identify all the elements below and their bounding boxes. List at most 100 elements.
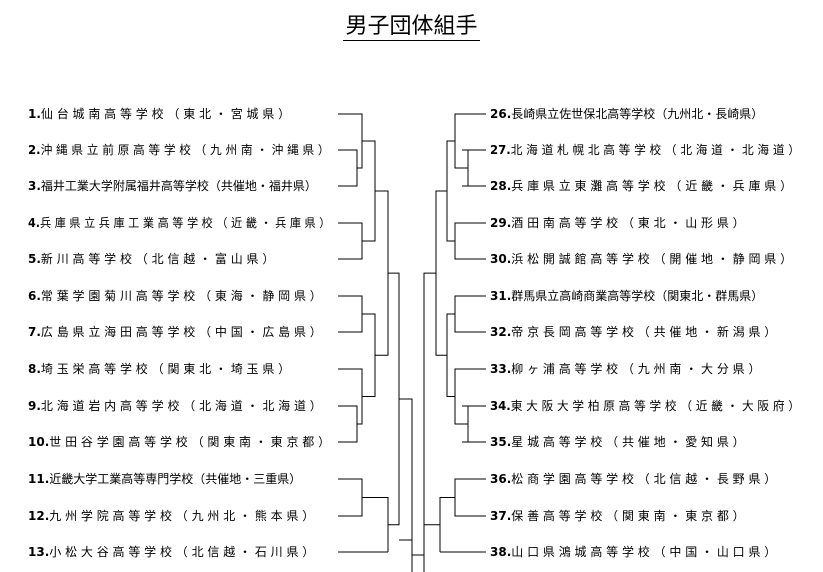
team-number: 38. [490, 545, 512, 559]
bracket-line [399, 398, 413, 572]
left-team-entry: 2.沖 縄 県 立 前 原 高 等 学 校 （ 九 州 南 ・ 沖 縄 県 ） [28, 141, 330, 159]
team-name: 保 善 高 等 学 校 （ 関 東 南 ・ 東 京 都 ） [511, 509, 745, 523]
team-number: 9. [28, 399, 41, 413]
team-name: 埼 玉 栄 高 等 学 校 （ 関 東 北 ・ 埼 玉 県 ） [40, 362, 291, 376]
bracket-line [446, 140, 455, 242]
right-team-entry: 37.保 善 高 等 学 校 （ 関 東 南 ・ 東 京 都 ） [490, 507, 745, 525]
right-team-entry: 33.柳 ヶ 浦 高 等 学 校 （ 九 州 南 ・ 大 分 県 ） [490, 360, 760, 378]
team-name: 北 海 道 岩 内 高 等 学 校 （ 北 海 道 ・ 北 海 道 ） [40, 399, 322, 413]
team-name: 浜 松 開 誠 館 高 等 学 校 （ 開 催 地 ・ 静 岡 県 ） [511, 252, 793, 266]
team-number: 32. [490, 325, 512, 339]
bracket-line [439, 497, 455, 552]
bracket-line [454, 478, 462, 517]
bracket-line [362, 497, 389, 552]
team-number: 34. [490, 399, 511, 413]
left-team-entry: 1.仙 台 城 南 高 等 学 校 （ 東 北 ・ 宮 城 県 ） [28, 105, 290, 123]
right-team-entry: 30.浜 松 開 誠 館 高 等 学 校 （ 開 催 地 ・ 静 岡 県 ） [490, 250, 792, 268]
bracket-line [423, 272, 440, 526]
bracket-line [454, 113, 468, 169]
team-name: 九 州 学 院 高 等 学 校 （ 九 州 北 ・ 熊 本 県 ） [49, 509, 315, 523]
team-name: 小 松 大 谷 高 等 学 校 （ 北 信 越 ・ 石 川 県 ） [49, 545, 315, 559]
left-team-entry: 4.兵 庫 県 立 兵 庫 工 業 高 等 学 校 （ 近 畿 ・ 兵 庫 県 … [28, 214, 330, 232]
bracket-line [362, 140, 376, 242]
team-name: 北 海 道 札 幌 北 高 等 学 校 （ 北 海 道 ・ 北 海 道 ） [510, 143, 800, 157]
team-number: 26. [490, 107, 512, 121]
team-number: 5. [28, 252, 41, 266]
team-number: 6. [28, 289, 41, 303]
left-team-entry: 7.広 島 県 立 海 田 高 等 学 校 （ 中 国 ・ 広 島 県 ） [28, 323, 322, 341]
bracket-line [349, 222, 363, 260]
left-team-entry: 10.世 田 谷 学 園 高 等 学 校 （ 関 東 南 ・ 東 京 都 ） [28, 433, 330, 451]
team-number: 35. [490, 435, 512, 449]
bracket-line [349, 149, 358, 187]
bracket-line [349, 113, 363, 169]
team-number: 2. [28, 143, 41, 157]
team-name: 山 口 県 鴻 城 高 等 学 校 （ 中 国 ・ 山 口 県 ） [511, 545, 777, 559]
bracket-line [435, 190, 447, 356]
left-team-entry: 11.近畿大学工業高等専門学校（共催地・三重県） [28, 470, 301, 488]
bracket-line [446, 313, 455, 397]
team-name: 東 大 阪 大 学 柏 原 高 等 学 校 （ 近 畿 ・ 大 阪 府 ） [510, 399, 800, 413]
left-team-entry: 9.北 海 道 岩 内 高 等 学 校 （ 北 海 道 ・ 北 海 道 ） [28, 397, 322, 415]
team-name: 群馬県立高崎商業高等学校（関東北・群馬県） [511, 289, 764, 303]
team-number: 37. [490, 509, 512, 523]
team-name: 常 葉 学 園 菊 川 高 等 学 校 （ 東 海 ・ 静 岡 県 ） [40, 289, 322, 303]
team-name: 松 商 学 園 高 等 学 校 （ 北 信 越 ・ 長 野 県 ） [511, 472, 777, 486]
bracket-line [362, 313, 376, 397]
team-name: 帝 京 長 岡 高 等 学 校 （ 共 催 地 ・ 新 潟 県 ） [511, 325, 777, 339]
bracket-line [454, 368, 468, 425]
left-team-entry: 8.埼 玉 栄 高 等 学 校 （ 関 東 北 ・ 埼 玉 県 ） [28, 360, 290, 378]
right-team-entry: 38.山 口 県 鴻 城 高 等 学 校 （ 中 国 ・ 山 口 県 ） [490, 543, 776, 561]
team-number: 3. [28, 179, 41, 193]
team-number: 10. [28, 435, 50, 449]
team-number: 36. [490, 472, 512, 486]
team-name: 兵 庫 県 立 東 灘 高 等 学 校 （ 近 畿 ・ 兵 庫 県 ） [511, 179, 793, 193]
page-title: 男子団体組手 [0, 8, 823, 41]
right-team-entry: 26.長崎県立佐世保北高等学校（九州北・長崎県） [490, 105, 763, 123]
team-name: 星 城 高 等 学 校 （ 共 催 地 ・ 愛 知 県 ） [511, 435, 745, 449]
right-team-entry: 36.松 商 学 園 高 等 学 校 （ 北 信 越 ・ 長 野 県 ） [490, 470, 776, 488]
team-number: 1. [28, 107, 41, 121]
team-number: 8. [28, 362, 41, 376]
team-name: 福井工業大学附属福井高等学校（共催地・福井県） [40, 179, 317, 193]
left-team-entry: 12.九 州 学 院 高 等 学 校 （ 九 州 北 ・ 熊 本 県 ） [28, 507, 314, 525]
team-number: 4. [28, 216, 41, 230]
right-team-entry: 34.東 大 阪 大 学 柏 原 高 等 学 校 （ 近 畿 ・ 大 阪 府 ） [490, 397, 800, 415]
team-name: 世 田 谷 学 園 高 等 学 校 （ 関 東 南 ・ 東 京 都 ） [49, 435, 331, 449]
team-number: 31. [490, 289, 512, 303]
bracket-line [349, 295, 363, 333]
team-number: 33. [490, 362, 512, 376]
team-name: 柳 ヶ 浦 高 等 学 校 （ 九 州 南 ・ 大 分 県 ） [511, 362, 761, 376]
team-name: 長崎県立佐世保北高等学校（九州北・長崎県） [511, 107, 764, 121]
team-name: 近畿大学工業高等専門学校（共催地・三重県） [49, 472, 302, 486]
team-number: 12. [28, 509, 50, 523]
team-number: 30. [490, 252, 512, 266]
right-team-entry: 35.星 城 高 等 学 校 （ 共 催 地 ・ 愛 知 県 ） [490, 433, 745, 451]
team-name: 仙 台 城 南 高 等 学 校 （ 東 北 ・ 宮 城 県 ） [40, 107, 291, 121]
bracket-line [454, 295, 462, 333]
team-name: 兵 庫 県 立 兵 庫 工 業 高 等 学 校 （ 近 畿 ・ 兵 庫 県 ） [40, 216, 331, 230]
right-team-entry: 32.帝 京 長 岡 高 等 学 校 （ 共 催 地 ・ 新 潟 県 ） [490, 323, 776, 341]
right-team-entry: 27.北 海 道 札 幌 北 高 等 学 校 （ 北 海 道 ・ 北 海 道 ） [490, 141, 800, 159]
team-number: 11. [28, 472, 50, 486]
team-number: 29. [490, 216, 512, 230]
team-name: 沖 縄 県 立 前 原 高 等 学 校 （ 九 州 南 ・ 沖 縄 県 ） [40, 143, 330, 157]
team-name: 酒 田 南 高 等 学 校 （ 東 北 ・ 山 形 県 ） [511, 216, 745, 230]
left-team-entry: 3.福井工業大学附属福井高等学校（共催地・福井県） [28, 177, 317, 195]
right-team-entry: 29.酒 田 南 高 等 学 校 （ 東 北 ・ 山 形 県 ） [490, 214, 745, 232]
bracket-line [349, 478, 363, 517]
team-number: 28. [490, 179, 512, 193]
team-name: 広 島 県 立 海 田 高 等 学 校 （ 中 国 ・ 広 島 県 ） [40, 325, 322, 339]
bracket-line [388, 272, 400, 526]
right-team-entry: 28.兵 庫 県 立 東 灘 高 等 学 校 （ 近 畿 ・ 兵 庫 県 ） [490, 177, 792, 195]
team-number: 13. [28, 545, 50, 559]
team-name: 新 川 高 等 学 校 （ 北 信 越 ・ 富 山 県 ） [40, 252, 275, 266]
page-title-text: 男子団体組手 [343, 14, 480, 41]
left-team-entry: 13.小 松 大 谷 高 等 学 校 （ 北 信 越 ・ 石 川 県 ） [28, 543, 314, 561]
bracket-line [375, 190, 389, 356]
bracket-line [349, 368, 363, 425]
team-number: 7. [28, 325, 41, 339]
right-team-entry: 31.群馬県立高崎商業高等学校（関東北・群馬県） [490, 287, 763, 305]
team-number: 27. [490, 143, 511, 157]
